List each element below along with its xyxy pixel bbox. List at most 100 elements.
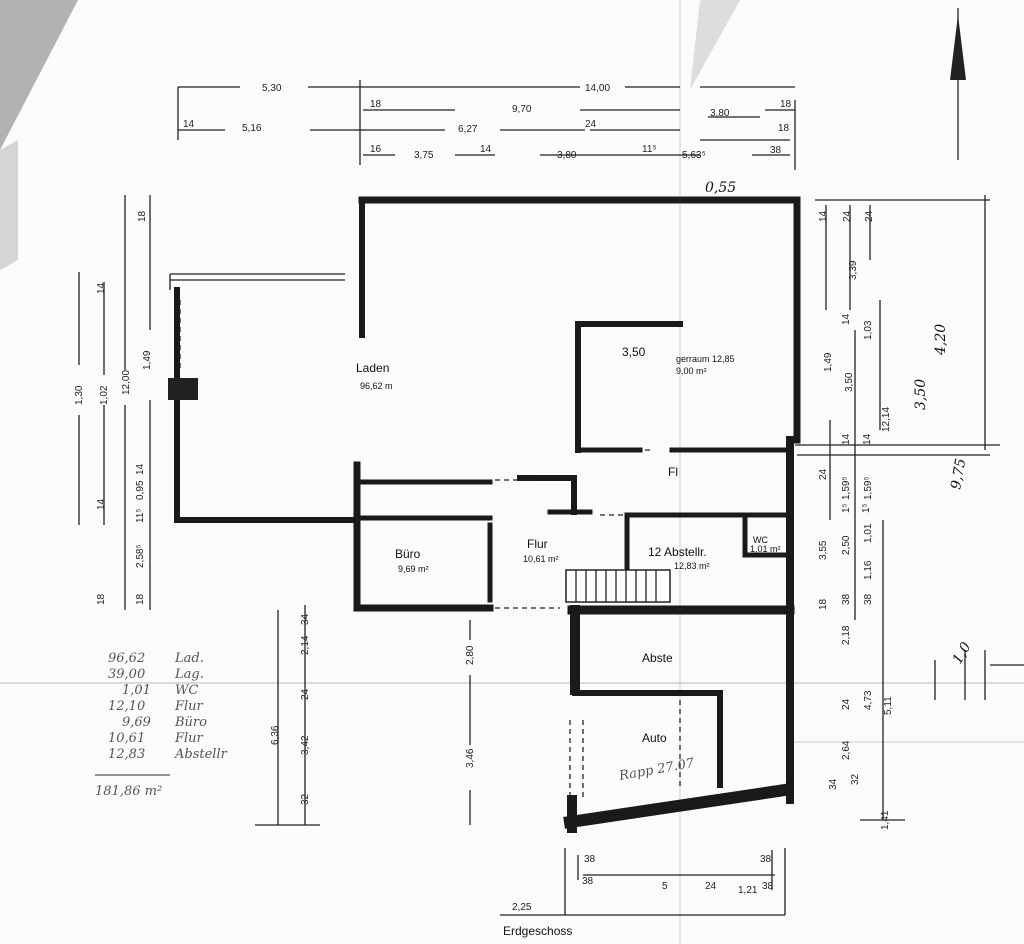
area-list-value: 39,00 (108, 667, 145, 682)
handwritten-mark: 4,20 (933, 324, 949, 356)
dimension-label: 9,70 (512, 104, 532, 115)
room-name: Büro (395, 547, 421, 561)
dimension-label: 6,27 (458, 124, 478, 135)
dimension-label: 3,39 (848, 260, 859, 280)
dimension-label: 2,64 (841, 740, 852, 760)
room-area: 9,00 m² (676, 366, 707, 376)
dimension-label: 12,00 (121, 370, 132, 395)
dimension-label: 1,21 (738, 885, 758, 896)
dimension-label: 11⁵ (642, 144, 657, 155)
dimension-label: 34 (300, 613, 311, 625)
room-wc: WC 1,01 m² (750, 535, 781, 554)
area-list-label: Flur (174, 731, 204, 746)
dimension-label: 24 (705, 881, 717, 892)
dimension-label: 3,80 (710, 108, 730, 119)
dimension-label: 2,14 (300, 635, 311, 655)
dimension-label: 1⁵ (841, 503, 852, 513)
room-abstellraum: 12 Abstellr. 12,83 m² (648, 545, 710, 571)
area-list-value: 12,83 (108, 747, 145, 762)
dimension-label: 14 (96, 498, 107, 510)
room-flur2-name: Fl (668, 465, 678, 479)
dimension-label: 34 (828, 778, 839, 790)
dimension-label: 1,49 (142, 350, 153, 370)
dimension-label: 3,46 (465, 748, 476, 768)
dimension-label: 16 (370, 144, 382, 155)
dimension-label: 1,59⁵ (841, 476, 852, 500)
dimension-label: 3,50 (844, 372, 855, 392)
room-flur: Flur 10,61 m² (523, 537, 559, 564)
dimension-label: 12,14 (881, 407, 892, 432)
dimension-label: 3,75 (414, 150, 434, 161)
dimension-label: 5,30 (262, 83, 282, 94)
area-list-label: Büro (174, 715, 207, 730)
dimension-label: 1,49 (823, 352, 834, 372)
dimension-label: 3,42 (300, 735, 311, 755)
room-area: 12,83 m² (674, 561, 710, 571)
area-list-label: Lad. (174, 651, 204, 666)
walls (168, 196, 801, 833)
dimension-label: 0,95 (135, 480, 146, 500)
dimension-label: 1,16 (863, 560, 874, 580)
dimension-label: 14 (841, 433, 852, 445)
dimension-label: 2,80 (465, 645, 476, 665)
dimension-label: 1,03 (863, 320, 874, 340)
dimension-label: 38 (584, 854, 596, 865)
area-list-value: 96,62 (108, 651, 145, 666)
dimension-label: 2,18 (841, 625, 852, 645)
dimension-lines (78, 80, 1024, 916)
dimension-label: 18 (818, 598, 829, 610)
room-area: 96,62 m (360, 381, 393, 391)
dimension-label: 14 (841, 313, 852, 325)
dimension-label: 24 (842, 210, 853, 222)
room-area: 1,01 m² (750, 544, 781, 554)
dimension-label: 14,00 (585, 83, 610, 94)
dimension-label: 3,55 (818, 540, 829, 560)
handwritten-mark: Rapp 27.07 (617, 756, 696, 784)
dimension-label: 38 (841, 593, 852, 605)
dimension-label: 1,41 (880, 810, 891, 830)
dimension-label: 24 (818, 468, 829, 480)
dimension-label: 18 (135, 593, 146, 605)
room-name: 12 Abstellr. (648, 545, 707, 559)
dimension-label: 1⁵ (861, 503, 872, 513)
dimension-label: 18 (778, 123, 790, 134)
dimension-label: 3,80 (557, 150, 577, 161)
dimension-label: 14 (862, 433, 873, 445)
dimension-label: 18 (96, 593, 107, 605)
area-list-label: Abstellr (174, 747, 228, 762)
dimension-label: 24 (585, 119, 597, 130)
room-name: WC (753, 535, 768, 545)
room-lagerraum: 3,50 gerraum 12,85 9,00 m² (622, 345, 735, 376)
dimension-label: 24 (864, 210, 875, 222)
room-name: Flur (527, 537, 548, 551)
area-list-label: Lag. (174, 667, 204, 682)
area-list-value: 1,01 (122, 683, 151, 698)
handwritten-mark: 3,50 (913, 379, 929, 410)
room-area: 9,69 m² (398, 564, 429, 574)
dimension-label: 2,58⁵ (135, 544, 146, 568)
dimension-label: 18 (370, 99, 382, 110)
staircase (565, 569, 671, 603)
dimension-label: 1,02 (99, 385, 110, 405)
area-list-value: 9,69 (122, 715, 151, 730)
dimension-label: 38 (863, 593, 874, 605)
area-list-value: 12,10 (108, 699, 145, 714)
dimension-label: 14 (96, 282, 107, 294)
dimension-label: 38 (582, 876, 594, 887)
dimension-label: 5,11 (883, 696, 894, 715)
room-name: gerraum 12,85 (676, 354, 735, 364)
dimension-label: 14 (183, 119, 195, 130)
dimension-label: 38 (770, 145, 782, 156)
dimension-label: 14 (818, 210, 829, 222)
dimension-label: 1,30 (74, 385, 85, 405)
area-total: 181,86 m² (95, 784, 162, 799)
room-name: Laden (356, 361, 389, 375)
room-auto-name: Auto (642, 731, 667, 745)
dimension-label: 24 (300, 688, 311, 700)
area-list-label: Flur (174, 699, 204, 714)
room-dimension: 3,50 (622, 345, 646, 359)
dimension-label: 32 (300, 793, 311, 805)
